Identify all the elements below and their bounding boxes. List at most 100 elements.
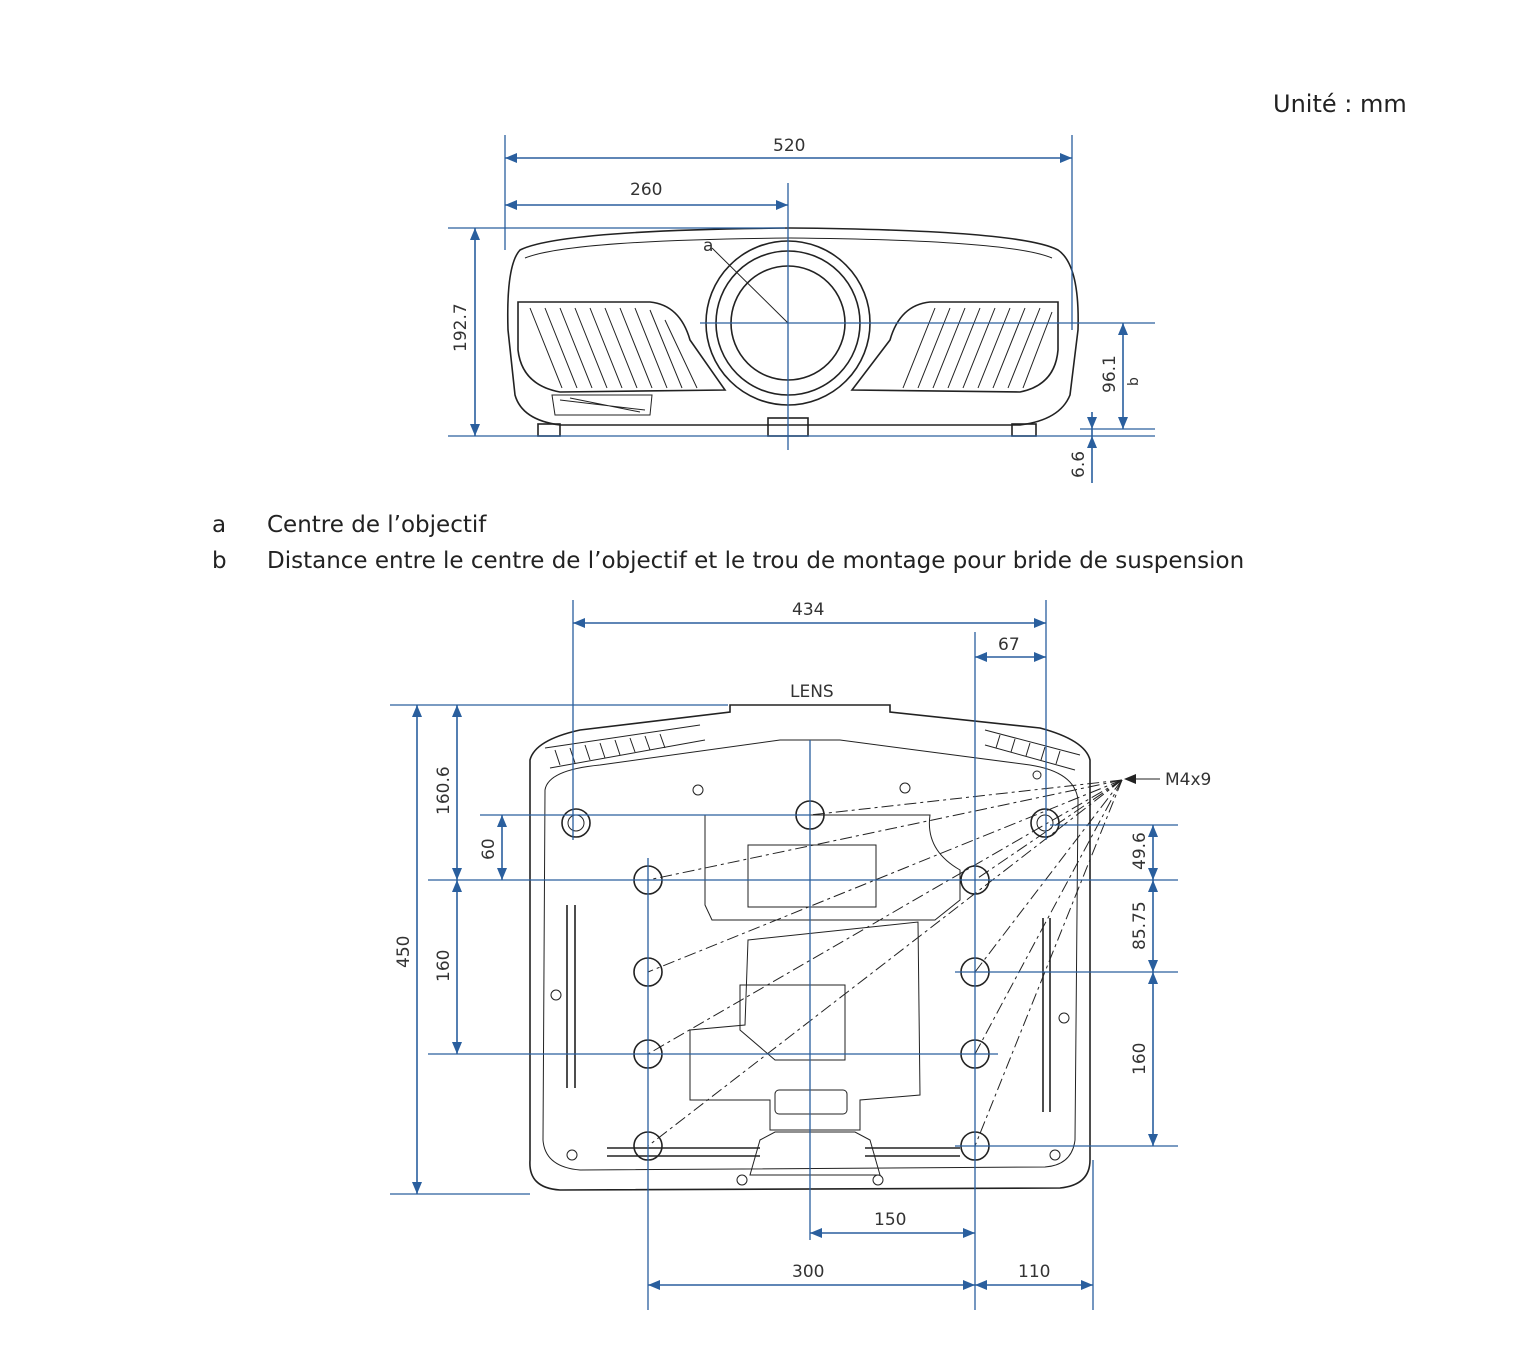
left-vent	[517, 301, 727, 393]
unit-label: Unité : mm	[1273, 90, 1407, 118]
screw	[899, 782, 911, 794]
top-left-vent	[544, 724, 706, 769]
screw	[692, 784, 704, 796]
dim-label-96-1: 96.1	[1100, 355, 1120, 393]
arrowhead	[412, 1182, 422, 1194]
lens-center-leader	[711, 247, 789, 324]
arrowhead	[975, 1280, 987, 1290]
security-slot	[774, 1089, 848, 1115]
right-vent-slats	[902, 307, 1053, 389]
m4x9-label: M4x9	[1165, 770, 1211, 790]
inner-cover	[739, 984, 846, 1061]
arrowhead	[412, 705, 422, 717]
arrowhead	[470, 228, 480, 240]
arrowhead	[470, 424, 480, 436]
dim-label-520: 520	[773, 136, 805, 156]
projector-bottom-body	[529, 704, 1091, 1191]
lens-label: LENS	[790, 682, 834, 702]
arrowhead	[1087, 417, 1097, 429]
dim-label-450: 450	[394, 936, 414, 968]
arrowhead	[452, 880, 462, 892]
screw	[1058, 1012, 1070, 1024]
lower-panel	[689, 921, 921, 1131]
screw	[566, 1149, 578, 1161]
legend-text: Distance entre le centre de l’objectif e…	[267, 548, 1245, 574]
arrowhead	[452, 868, 462, 880]
screw	[872, 1174, 884, 1186]
arrowhead	[452, 1042, 462, 1054]
arrowhead	[963, 1228, 975, 1238]
left-side-grille	[566, 905, 576, 1088]
dim-label-60: 60	[479, 838, 499, 860]
dim-label-192-7: 192.7	[451, 303, 471, 352]
bottom-inner-outline	[542, 739, 1079, 1171]
rear-foot-recess	[749, 1131, 881, 1176]
arrowhead	[1060, 153, 1072, 163]
legend-text: Centre de l’objectif	[267, 512, 487, 538]
front-view: a 520 260 192.7 96.1 b 6.6	[448, 135, 1155, 483]
screw	[1032, 770, 1042, 780]
callout-b: b	[1126, 377, 1142, 386]
arrowhead	[1148, 960, 1158, 972]
legend-key: a	[212, 512, 227, 538]
arrowhead	[1118, 417, 1128, 429]
front-lower-grille	[551, 394, 653, 416]
dim-label-160-left: 160	[434, 950, 454, 982]
legend-item-b: b Distance entre le centre de l’objectif …	[212, 548, 1244, 574]
dim-label-434: 434	[792, 600, 824, 620]
right-vent	[850, 301, 1059, 393]
arrowhead	[1148, 825, 1158, 837]
center-panel	[704, 814, 961, 921]
dim-label-160-6: 160.6	[434, 766, 454, 815]
arrowhead	[1148, 1134, 1158, 1146]
arrowhead	[1087, 436, 1097, 448]
arrowhead	[1034, 618, 1046, 628]
arrowhead	[505, 200, 517, 210]
front-lower-grille-detail	[559, 397, 646, 413]
callout-a: a	[703, 236, 713, 256]
arrowhead	[776, 200, 788, 210]
arrowhead	[497, 868, 507, 880]
foot-hole-left	[561, 808, 591, 838]
arrowhead	[1081, 1280, 1093, 1290]
dim-label-49-6: 49.6	[1130, 832, 1150, 870]
bottom-extension-lines	[390, 600, 1178, 1310]
arrowhead	[1118, 323, 1128, 335]
dim-label-160-right: 160	[1130, 1043, 1150, 1075]
dim-label-6-6: 6.6	[1069, 451, 1089, 478]
arrowhead	[573, 618, 585, 628]
top-right-vent	[984, 729, 1081, 771]
top-right-vent-slats	[995, 734, 1061, 765]
dim-label-150: 150	[874, 1210, 906, 1230]
screw	[1049, 1149, 1061, 1161]
bottom-grilles	[607, 1147, 960, 1157]
arrowhead	[648, 1280, 660, 1290]
front-top-line	[524, 237, 1053, 259]
screw	[736, 1174, 748, 1186]
arrowhead	[505, 153, 517, 163]
left-vent-slats	[529, 307, 698, 389]
arrowhead	[497, 815, 507, 827]
dim-label-67: 67	[998, 635, 1020, 655]
bottom-view: M4x9 LENS 434 67	[390, 600, 1211, 1310]
arrowhead	[963, 1280, 975, 1290]
dim-label-300: 300	[792, 1262, 824, 1282]
foot-left	[537, 423, 561, 437]
dim-label-260: 260	[630, 180, 662, 200]
label-plate	[747, 844, 877, 908]
arrowhead	[1148, 972, 1158, 984]
legend-key: b	[212, 548, 227, 574]
legend-item-a: a Centre de l’objectif	[212, 512, 486, 538]
m4x9-leaders	[647, 779, 1123, 1147]
right-side-grille	[1042, 918, 1051, 1112]
arrowhead	[1124, 774, 1136, 784]
arrowhead	[1034, 652, 1046, 662]
dim-label-110: 110	[1018, 1262, 1050, 1282]
arrowhead	[1148, 868, 1158, 880]
arrowhead	[975, 652, 987, 662]
arrowhead	[1148, 880, 1158, 892]
arrowhead	[810, 1228, 822, 1238]
dim-label-85-75: 85.75	[1130, 901, 1150, 950]
screw	[550, 989, 562, 1001]
